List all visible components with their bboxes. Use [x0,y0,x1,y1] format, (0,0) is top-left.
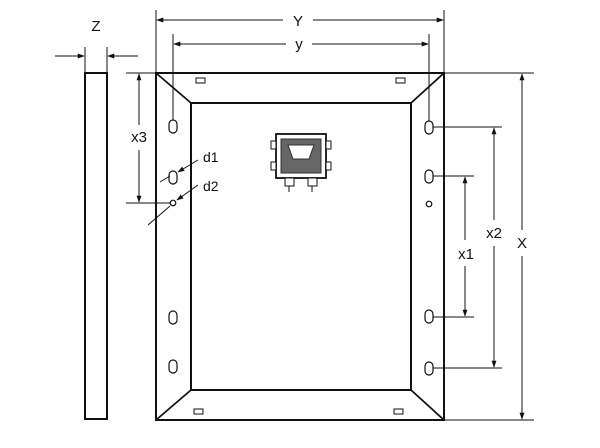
label-d1: d1 [203,149,219,165]
cable-gland [307,177,318,187]
label-d2: d2 [203,178,219,194]
d1-tick [159,175,171,183]
mounting-slot [168,359,178,374]
drain-slot [393,408,404,415]
dimension-x2 [433,126,502,369]
d2-tick [147,205,171,226]
junction-box-lid-label [287,144,315,160]
drain-slots [193,77,406,415]
dimension-x1 [433,175,474,318]
label-x3: x3 [131,129,147,146]
mounting-slot [424,120,434,135]
label-Y: Y [293,13,303,30]
miter-bottom-right [410,389,445,421]
frame-inner [190,102,412,391]
frame-outer [155,72,445,421]
drain-slot [195,77,206,84]
mounting-slot [168,119,178,134]
miter-top-right [410,72,445,104]
right-mounting-holes [424,120,434,376]
label-x1: x1 [458,246,474,263]
label-z: Z [91,18,100,35]
hole-diameter-leaders [147,159,199,226]
mounting-slot [168,310,178,325]
label-y: y [295,36,303,53]
dimension-y-inner [172,34,430,121]
label-X: X [517,235,527,252]
junction-box-tab [270,161,277,171]
junction-box-tab [325,161,332,171]
dimension-x-outer [444,72,534,421]
cable-gland [284,177,295,187]
junction-box [270,133,332,192]
drain-slot [395,77,406,84]
grounding-hole [169,199,177,207]
dimension-y-outer [155,10,445,73]
miter-bottom-left [155,389,192,421]
d1-leader [177,159,199,173]
left-mounting-holes [168,119,178,374]
grounding-hole [425,200,433,208]
junction-box-tab [325,140,332,150]
side-profile-outline [84,72,108,420]
d2-leader [176,184,199,201]
drain-slot [193,408,204,415]
mounting-slot [424,309,434,324]
dimension-x3 [126,72,170,204]
mounting-slot [424,169,434,184]
mounting-slot [168,170,178,185]
side-profile [55,47,138,420]
junction-box-tab [270,140,277,150]
mounting-slot [424,361,434,376]
label-x2: x2 [486,225,502,242]
panel-frame [155,72,445,421]
